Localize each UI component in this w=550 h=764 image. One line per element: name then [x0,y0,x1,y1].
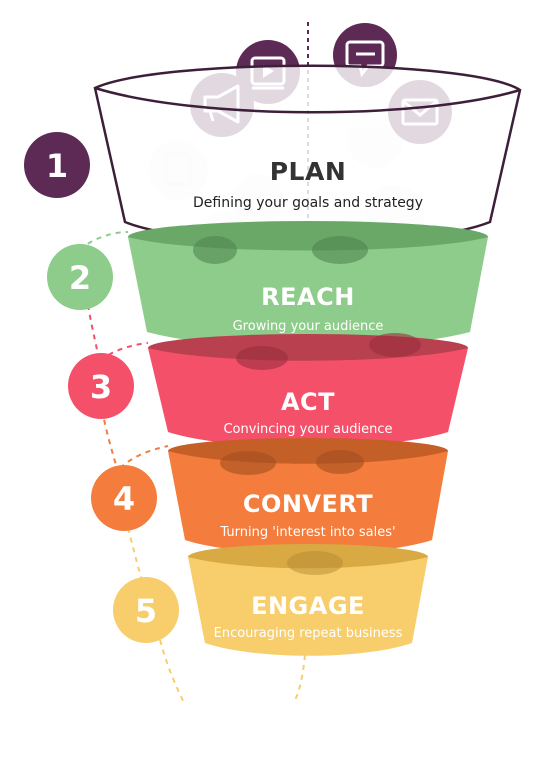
reach-subtitle: Growing your audience [233,319,384,334]
step-3-circle: 3 [68,353,134,419]
funnel-stage-convert [168,438,448,554]
step-4-circle: 4 [91,465,157,531]
plan-subtitle: Defining your goals and strategy [193,195,423,211]
funnel-stage-reach [128,221,488,347]
convert-subtitle: Turning 'interest into sales' [219,525,395,540]
plan-title: PLAN [270,157,347,186]
step-5-number: 5 [135,592,157,630]
funnel-stage-engage [188,544,428,656]
step-1-circle: 1 [24,132,90,198]
step-2-number: 2 [69,259,91,297]
funnel-stage-act [148,333,468,447]
step-1-number: 1 [46,147,68,185]
step-3-number: 3 [90,368,112,406]
reach-title: REACH [261,283,355,311]
engage-title: ENGAGE [251,592,365,620]
engage-subtitle: Encouraging repeat business [214,626,403,641]
funnel-stage-plan [93,64,522,245]
step-5-circle: 5 [113,577,179,643]
convert-title: CONVERT [243,490,373,518]
act-title: ACT [281,388,335,416]
step-2-circle: 2 [47,244,113,310]
step-4-number: 4 [113,480,135,518]
act-subtitle: Convincing your audience [223,422,392,437]
